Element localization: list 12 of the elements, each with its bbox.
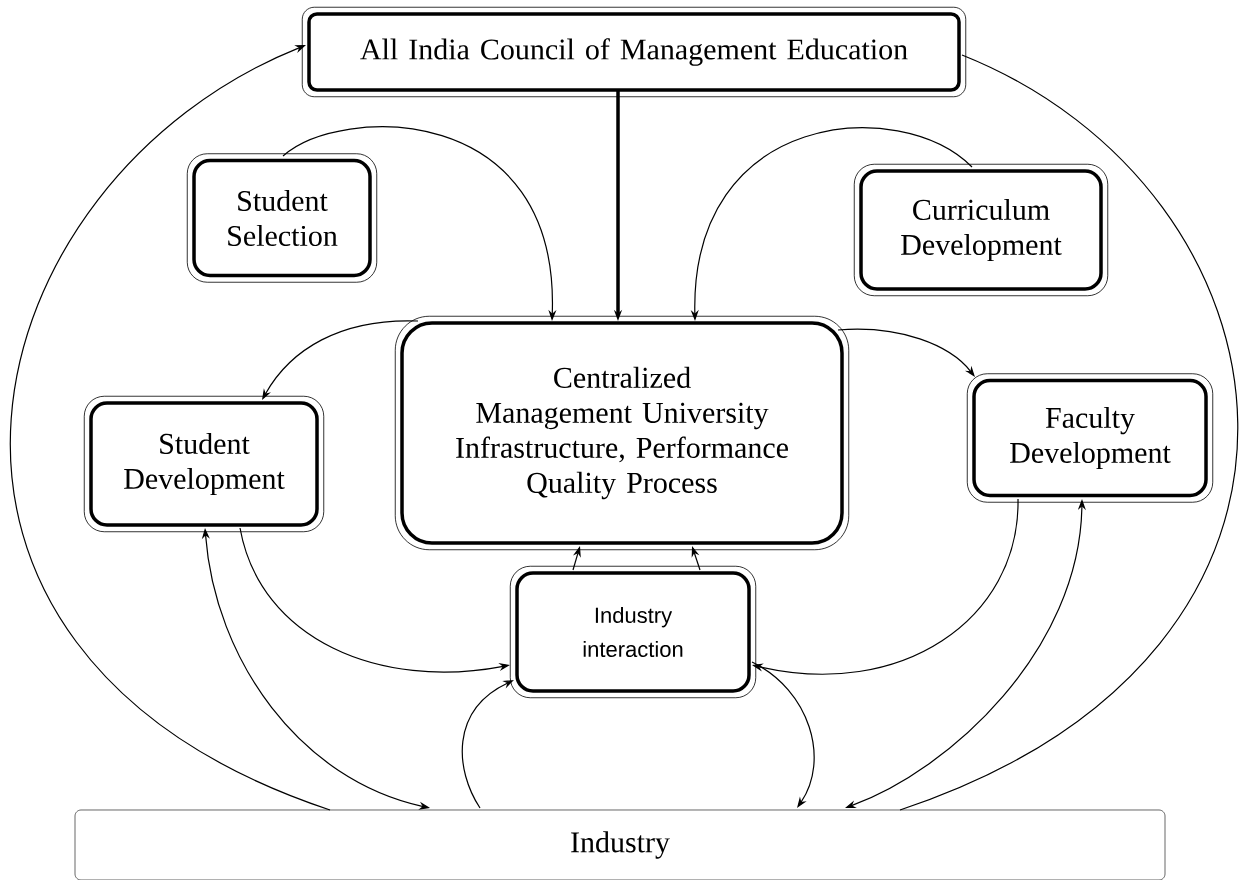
arrow (262, 320, 419, 400)
process-box: Curriculum Development (853, 163, 1109, 297)
process-box: Faculty Development (966, 373, 1214, 503)
process-box: Student Selection (186, 153, 378, 283)
process-box: All India Council of Management Education (301, 6, 967, 98)
process-box: Student Development (83, 395, 325, 533)
process-box: Centralized Management University Infrastructure, Performance Quality Process (394, 315, 850, 551)
process-box: Industry interaction (509, 565, 757, 699)
arrow (837, 328, 975, 377)
arrow (751, 661, 815, 808)
arrow (10, 45, 331, 811)
process-box: Industry (74, 809, 1166, 880)
